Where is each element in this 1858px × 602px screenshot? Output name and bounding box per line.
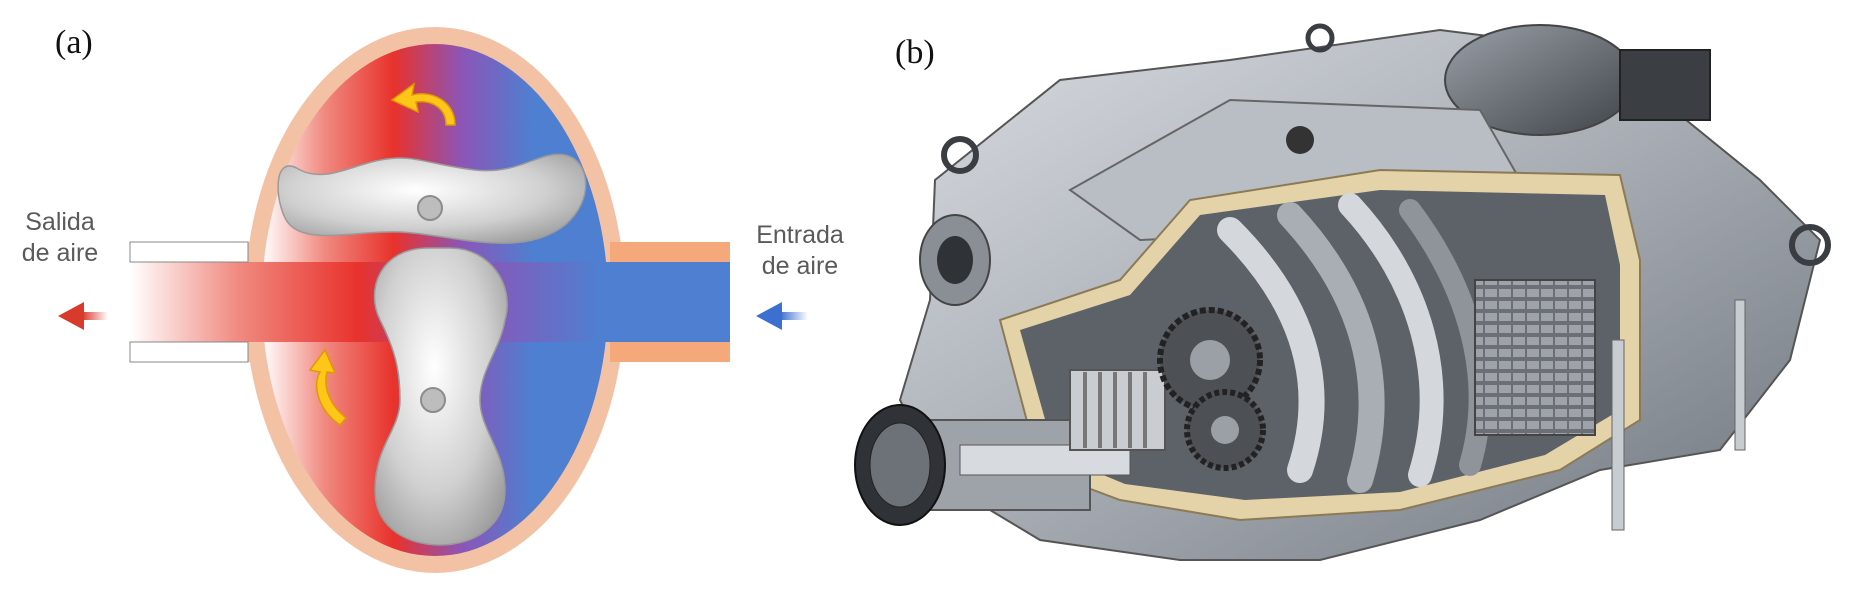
- actuator-housing: [1619, 49, 1711, 121]
- mounting-eye-right: [1789, 224, 1831, 266]
- cover-bolt: [1286, 126, 1314, 154]
- air-outlet-label-line2: de aire: [21, 239, 99, 267]
- outlet-arrow-icon: [58, 302, 108, 330]
- screw-rotors: [1217, 193, 1491, 493]
- outlet-lip-top: [129, 241, 249, 263]
- air-outlet-label-line1: Salida: [25, 208, 95, 236]
- supercharger-cutaway-illustration: [854, 23, 1831, 561]
- spring-coupling: [1069, 369, 1166, 451]
- air-inlet-label: Entrada de aire: [740, 220, 860, 282]
- air-inlet-label-line2: de aire: [761, 252, 839, 280]
- inlet-lip-top: [610, 242, 730, 262]
- drive-assembly: [854, 404, 1131, 526]
- panel-label-b: (b): [895, 34, 935, 71]
- mounting-eye-left: [941, 136, 979, 174]
- charge-air-cooler: [1474, 279, 1596, 436]
- rotation-arrow-top: [390, 82, 456, 126]
- inlet-arrow-icon: [756, 302, 808, 330]
- air-inlet-label-line1: Entrada: [756, 221, 844, 249]
- mounting-eye-top: [1305, 23, 1335, 53]
- outlet-lip-bottom: [129, 341, 249, 363]
- housing-bolt-long: [1611, 339, 1625, 531]
- lower-rotor-shaft: [420, 387, 446, 413]
- inlet-lip-bottom: [610, 342, 730, 362]
- panel-label-a: (a): [55, 24, 93, 61]
- upper-rotor-shaft: [417, 195, 443, 221]
- roots-blower-diagram: [58, 27, 808, 573]
- rotation-arrow-bottom: [308, 348, 348, 426]
- air-outlet-label: Salida de aire: [10, 207, 110, 269]
- housing-bolt-right: [1734, 299, 1746, 451]
